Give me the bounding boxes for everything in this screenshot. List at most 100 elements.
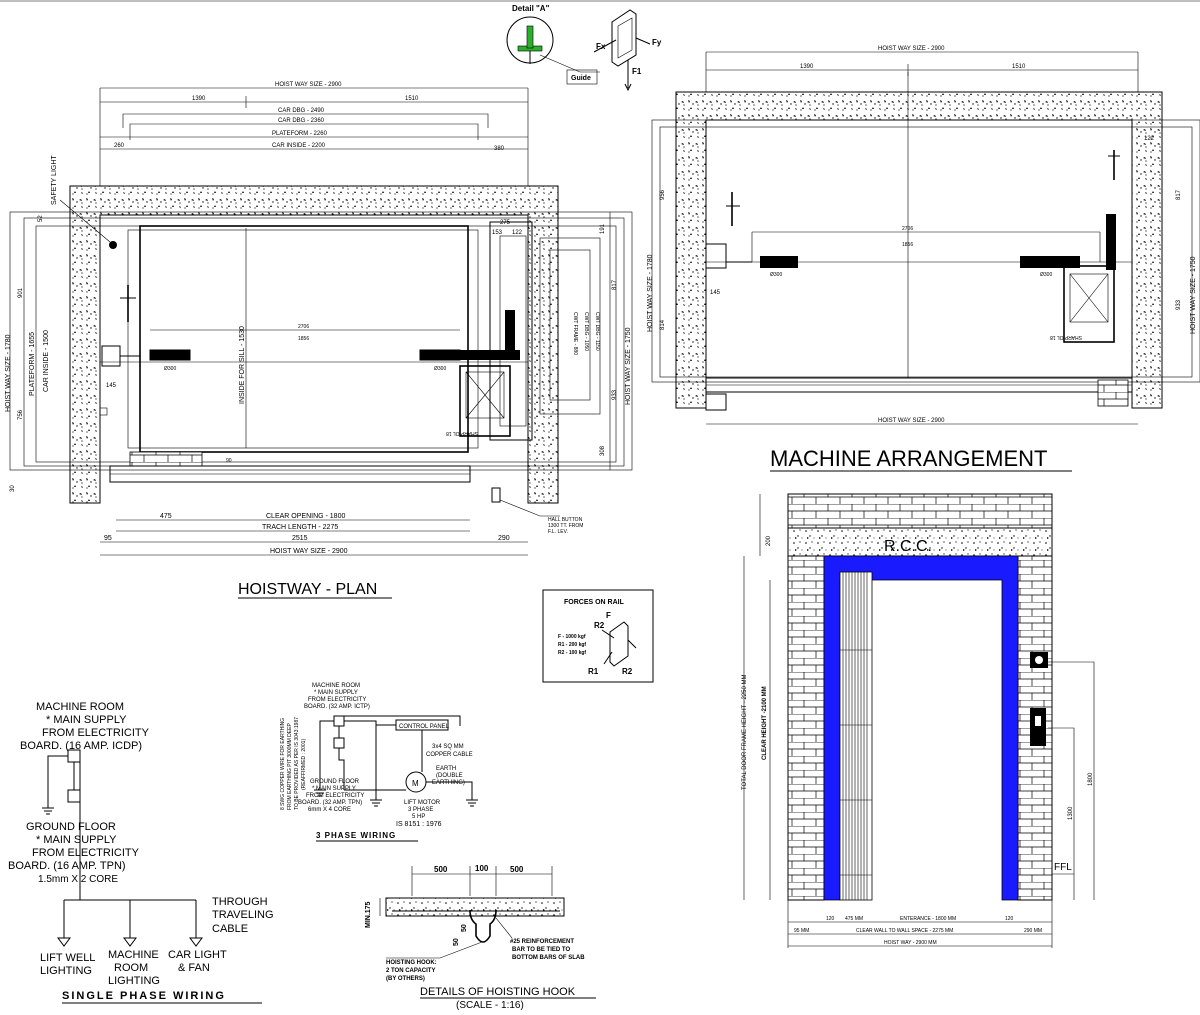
detail-a: Detail "A" Guide Fx Fy F1 xyxy=(506,4,662,92)
tp-gf5: 6mm X 4 CORE xyxy=(308,807,351,813)
hp-2515: 2515 xyxy=(292,535,308,542)
sp-gf5: 1.5mm X 2 CORE xyxy=(38,874,118,885)
hp-290: 290 xyxy=(498,535,510,542)
hp-308: 308 xyxy=(600,445,606,456)
sp-lw2: LIGHTING xyxy=(40,965,92,977)
hp-hoist-1750: HOIST WAY SIZE - 1750 xyxy=(625,327,632,405)
hp-95: 95 xyxy=(104,535,112,542)
hh-500b: 500 xyxy=(510,865,524,874)
ma-933: 933 xyxy=(1176,299,1182,310)
hp-trach-length: TRACH LENGTH - 2275 xyxy=(262,524,338,531)
hp-sill xyxy=(129,451,203,467)
hp-safety-light: SAFETY LIGHT xyxy=(51,155,58,205)
ma-hoist-top: HOIST WAY SIZE - 2900 xyxy=(878,46,945,52)
tp-control-panel: CONTROL PANEL xyxy=(399,724,450,730)
tp-motor: M xyxy=(412,779,419,788)
hh-bar2: BAR TO BE TIED TO xyxy=(512,947,570,953)
ma-sheave-right xyxy=(1020,256,1080,268)
tp-earth2: (DOUBLE xyxy=(436,773,463,779)
hh-500a: 500 xyxy=(434,865,448,874)
single-phase-wiring: MACHINE ROOM * MAIN SUPPLY FROM ELECTRIC… xyxy=(8,701,274,1004)
forces-r2b: R2 xyxy=(622,667,633,676)
hp-2706: 2706 xyxy=(298,324,309,330)
tp-gf1: GROUND FLOOR xyxy=(310,779,360,785)
de-475: 475 MM xyxy=(845,916,863,922)
tp-lm2: 3 PHASE xyxy=(408,807,433,813)
sp-arrow-icon-1 xyxy=(57,937,71,947)
hoisting-hook: 500 100 500 MIN.175 50 50 HOISTING HOOK:… xyxy=(365,864,596,1011)
sp-switch-2 xyxy=(67,789,81,803)
de-1800: 1800 xyxy=(1088,772,1094,786)
tp-lm3: 5 HP xyxy=(412,814,425,820)
hp-475: 475 xyxy=(160,513,172,520)
sp-tc1: THROUGH xyxy=(212,896,268,908)
rail-iso-shape xyxy=(611,9,637,67)
de-call-button-icon xyxy=(1030,708,1046,746)
ma-1510: 1510 xyxy=(1012,64,1026,70)
forces-on-rail: FORCES ON RAIL F R2 R1 R2 F - 1000 kgf R… xyxy=(542,589,654,683)
hh-title: DETAILS OF HOISTING HOOK xyxy=(420,986,576,998)
sp-mr2: * MAIN SUPPLY xyxy=(46,714,127,726)
hp-machine-box xyxy=(459,365,511,437)
tp-mr4: BOARD. (32 AMP. ICTP) xyxy=(304,704,370,710)
de-rcc-beam xyxy=(787,527,1053,557)
hp-plateform-1655: PLATEFORM - 1655 xyxy=(29,332,36,396)
hp-hoist-1780: HOIST WAY SIZE - 1780 xyxy=(5,334,12,412)
hh-min175: MIN.175 xyxy=(365,901,372,928)
detail-a-title: Detail "A" xyxy=(512,4,550,13)
hp-inside-sill: INSIDE FOR SILL - 1530 xyxy=(239,326,246,404)
sp-cl2: & FAN xyxy=(178,962,210,974)
hp-car-inside-1500: CAR INSIDE - 1500 xyxy=(43,330,50,392)
hp-o300a: Ø300 xyxy=(164,366,176,372)
hh-hook2: 2 TON CAPACITY xyxy=(386,968,435,974)
tp-gf3: FROM ELECTRICITY xyxy=(306,793,364,799)
ma-sheave-left xyxy=(760,256,798,268)
ma-122: 122 xyxy=(1144,136,1155,142)
ma-title: MACHINE ARRANGEMENT xyxy=(770,446,1047,471)
ma-o300a: Ø300 xyxy=(770,272,782,278)
hoistway-plan: HOIST WAY SIZE - 2900 1390 1510 CAR DBG … xyxy=(5,82,633,599)
ma-sharp: SHARP OL 18 xyxy=(1050,334,1082,340)
tp-mr3: FROM ELECTRICITY xyxy=(308,697,366,703)
hp-plateform-2260: PLATEFORM - 2260 xyxy=(272,131,328,137)
de-door-frame xyxy=(823,555,1019,901)
hp-145: 145 xyxy=(106,383,117,389)
de-1300: 1300 xyxy=(1068,806,1074,820)
hp-cwt-dbg: CWT DBG - 1050 xyxy=(583,312,589,351)
sp-mrl1: MACHINE xyxy=(108,949,159,961)
hp-button-box xyxy=(101,345,121,367)
forces-r1-val: R1 - 200 kgf xyxy=(558,642,586,648)
de-collapsible-gate xyxy=(839,571,873,901)
guide-web-shape xyxy=(526,25,534,49)
hp-title: HOISTWAY - PLAN xyxy=(238,581,377,598)
hp-1510: 1510 xyxy=(405,96,419,102)
hp-cwt-rail xyxy=(505,310,515,360)
fy-label: Fy xyxy=(652,38,662,47)
sp-arrow-icon-3 xyxy=(189,937,203,947)
de-left-brick xyxy=(787,555,825,901)
de-rcc: R.C.C. xyxy=(884,538,932,555)
sp-mr1: MACHINE ROOM xyxy=(36,701,124,713)
machine-arrangement: HOIST WAY SIZE - 2900 1390 1510 2706 185… xyxy=(647,46,1200,472)
sp-tc2: TRAVELING xyxy=(212,909,274,921)
sp-mr4: BOARD. (16 AMP. ICDP) xyxy=(20,740,142,752)
hp-260: 260 xyxy=(114,143,125,149)
hp-901: 901 xyxy=(18,287,24,298)
hp-hoist-bottom: HOIST WAY SIZE - 2900 xyxy=(270,548,348,555)
ma-o300b: Ø300 xyxy=(1040,272,1052,278)
tp-title: 3 PHASE WIRING xyxy=(316,831,396,840)
sp-title: SINGLE PHASE WIRING xyxy=(62,990,226,1002)
ma-956: 956 xyxy=(660,189,666,200)
hh-scale: (SCALE - 1:16) xyxy=(456,1000,524,1011)
hp-153: 153 xyxy=(492,230,503,236)
hp-1390: 1390 xyxy=(192,96,206,102)
ma-145: 145 xyxy=(710,290,721,296)
ma-1856: 1856 xyxy=(902,242,913,248)
hp-933: 933 xyxy=(612,389,618,400)
hp-756: 756 xyxy=(18,409,24,420)
hh-100: 100 xyxy=(475,864,489,873)
hall-button-icon xyxy=(491,487,501,503)
hh-bar1: #25 REINFORCEMENT xyxy=(510,939,574,945)
hh-50a: 50 xyxy=(453,938,460,946)
